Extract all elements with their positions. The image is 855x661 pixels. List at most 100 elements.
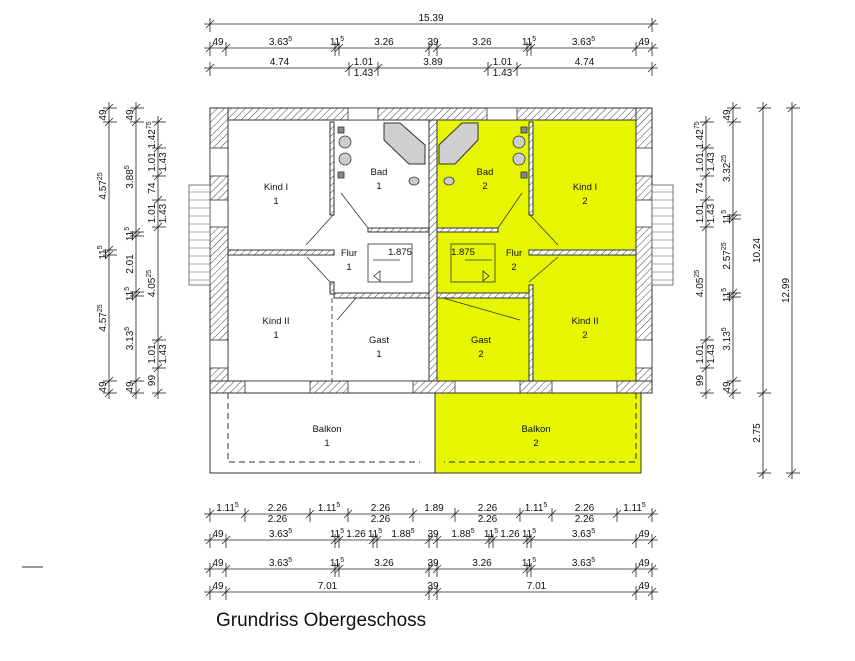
svg-text:39: 39 [427, 529, 439, 540]
dimension-label: 1.011.43 [354, 57, 374, 79]
dimension-label: 10.24 [752, 238, 763, 263]
svg-text:1.43: 1.43 [158, 344, 169, 364]
svg-text:2.26: 2.26 [575, 514, 595, 525]
svg-text:1.115: 1.115 [525, 502, 548, 514]
room-number: 2 [511, 262, 516, 273]
svg-text:1.43: 1.43 [158, 203, 169, 223]
svg-text:3.635: 3.635 [269, 36, 292, 48]
dimension-label: 49 [212, 581, 224, 592]
svg-text:49: 49 [638, 558, 650, 569]
svg-text:1.115: 1.115 [623, 502, 646, 514]
svg-text:3.635: 3.635 [269, 528, 292, 540]
room-name: Balkon [312, 424, 341, 435]
svg-text:3.26: 3.26 [374, 558, 394, 569]
svg-text:1.01: 1.01 [695, 344, 706, 364]
dimension-label: 99 [147, 375, 158, 387]
svg-text:3.26: 3.26 [374, 37, 394, 48]
svg-text:3.635: 3.635 [269, 557, 292, 569]
dimension-label: 3.135 [124, 327, 136, 350]
room-number: 1 [346, 262, 351, 273]
dimension-label: 49 [638, 558, 650, 569]
svg-text:4.0525: 4.0525 [146, 270, 158, 297]
svg-text:3.26: 3.26 [472, 37, 492, 48]
svg-text:1.26: 1.26 [346, 529, 366, 540]
svg-text:2.26: 2.26 [575, 503, 595, 514]
ladder-rungs [189, 191, 673, 281]
side-windows [209, 147, 653, 369]
svg-text:1.89: 1.89 [424, 503, 444, 514]
dimension-label: 2.75 [752, 423, 763, 443]
svg-text:39: 39 [427, 37, 439, 48]
room-name: Gast [471, 335, 491, 346]
svg-text:2.75: 2.75 [752, 423, 763, 443]
svg-text:1.26: 1.26 [500, 529, 520, 540]
dimension-label: 115 [330, 36, 344, 48]
dimension-label: 2.262.26 [478, 503, 498, 525]
svg-text:2.01: 2.01 [125, 254, 136, 274]
dimension-label: 2.01 [125, 254, 136, 274]
dimension-label: 49 [212, 529, 224, 540]
svg-text:1.01: 1.01 [354, 57, 374, 68]
dimension-label: 49 [212, 558, 224, 569]
svg-text:115: 115 [522, 528, 536, 540]
dimension-label: 115 [97, 245, 109, 259]
dimension-label: 99 [695, 375, 706, 387]
room-number: 2 [533, 438, 538, 449]
side-balcony-right [651, 184, 674, 286]
dimension-label: 49 [722, 109, 733, 121]
svg-text:74: 74 [695, 182, 706, 194]
svg-text:49: 49 [98, 381, 109, 393]
dimension-label: 12.99 [781, 278, 792, 303]
dimension-label: 4.74 [575, 57, 595, 68]
stair-dimension: 1.875 [388, 247, 412, 258]
dimension-label: 115 [330, 557, 344, 569]
bathtubs [383, 122, 479, 165]
svg-text:115: 115 [522, 557, 536, 569]
svg-text:49: 49 [98, 109, 109, 121]
dimension-label: 15.39 [418, 13, 443, 24]
room-number: 1 [324, 438, 329, 449]
svg-text:115: 115 [124, 227, 136, 241]
svg-text:49: 49 [125, 381, 136, 393]
svg-text:115: 115 [368, 528, 382, 540]
dimension-label: 3.3225 [721, 155, 733, 182]
svg-text:1.43: 1.43 [158, 152, 169, 172]
dimension-label: 2.262.26 [371, 503, 391, 525]
svg-text:115: 115 [484, 528, 498, 540]
dimension-label: 49 [98, 381, 109, 393]
svg-text:39: 39 [427, 581, 439, 592]
dimension-label: 49 [125, 109, 136, 121]
door-swings [305, 192, 559, 321]
svg-text:115: 115 [97, 245, 109, 259]
sinks [337, 126, 528, 179]
svg-text:2.26: 2.26 [478, 514, 498, 525]
interior-walls [227, 121, 637, 382]
svg-text:4.5725: 4.5725 [97, 172, 109, 199]
svg-text:49: 49 [212, 558, 224, 569]
dimension-label: 39 [427, 529, 439, 540]
dimension-label: 49 [212, 37, 224, 48]
dimension-label: 1.4275 [694, 121, 706, 148]
dimension-label: 115 [721, 288, 733, 302]
dimension-label: 2.5725 [721, 242, 733, 269]
svg-text:1.01: 1.01 [147, 152, 158, 172]
svg-text:1.885: 1.885 [451, 528, 474, 540]
svg-text:3.885: 3.885 [124, 165, 136, 188]
svg-text:2.26: 2.26 [268, 503, 288, 514]
svg-text:1.115: 1.115 [318, 502, 341, 514]
toilets [408, 176, 455, 186]
svg-text:49: 49 [638, 37, 650, 48]
svg-text:1.01: 1.01 [695, 203, 706, 223]
svg-text:49: 49 [722, 109, 733, 121]
svg-text:3.89: 3.89 [423, 57, 443, 68]
room-number: 2 [478, 349, 483, 360]
room-name: Flur [341, 248, 357, 259]
svg-text:115: 115 [522, 36, 536, 48]
dimension-label: 3.26 [374, 37, 394, 48]
svg-text:1.01: 1.01 [147, 344, 158, 364]
